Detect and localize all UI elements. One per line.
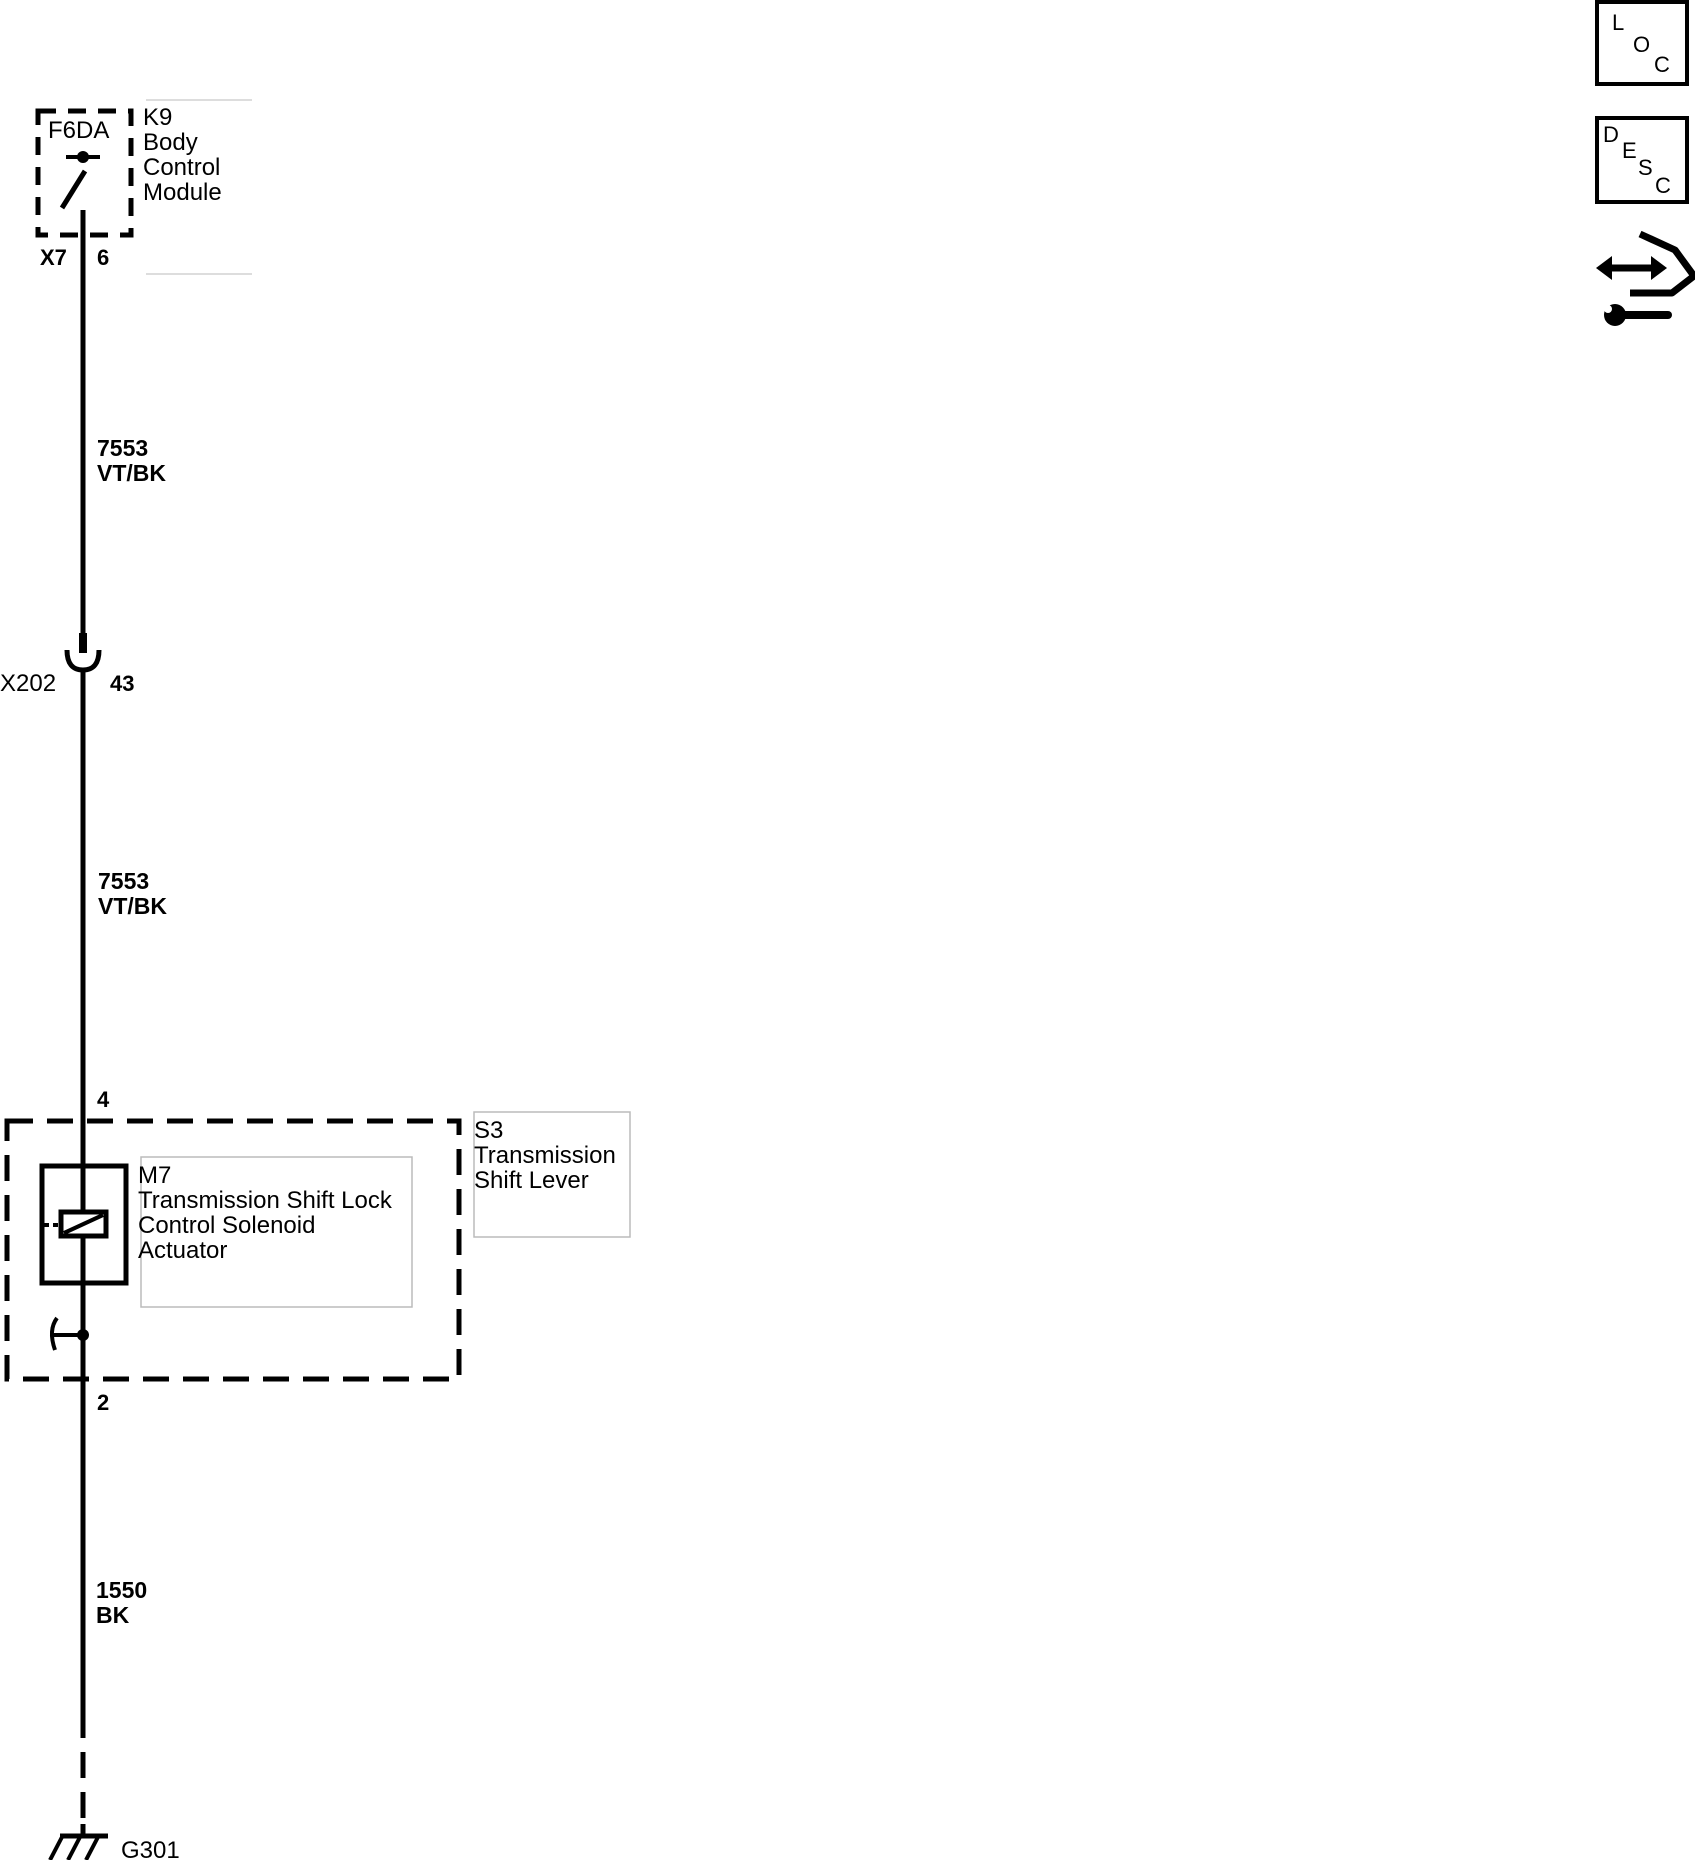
s3-ref: S3 <box>474 1117 503 1144</box>
desc-icon[interactable]: D E S C <box>1595 116 1689 204</box>
m7-name-line-2: Control Solenoid <box>138 1212 315 1239</box>
wire-1-circuit: 7553 <box>97 435 148 461</box>
desc-letter-2: E <box>1622 138 1637 163</box>
m7-shift-lock-solenoid[interactable]: M7 Transmission Shift Lock Control Solen… <box>39 1156 413 1308</box>
wire-3-color: BK <box>96 1602 130 1628</box>
desc-letter-3: S <box>1638 155 1653 180</box>
m7-name-line-3: Actuator <box>138 1237 227 1264</box>
ground-name: G301 <box>121 1837 180 1860</box>
internal-splice-icon <box>50 1283 89 1379</box>
desc-letter-1: D <box>1603 122 1619 147</box>
solenoid-coil-icon <box>44 1160 109 1285</box>
wire-2-color: VT/BK <box>98 893 167 919</box>
s3-pin-in: 4 <box>97 1087 110 1112</box>
s3-name-line-2: Shift Lever <box>474 1167 589 1194</box>
desc-letter-4: C <box>1655 173 1671 198</box>
k9-body-control-module[interactable]: F6DA K9 Body Control Module X7 6 <box>35 99 252 275</box>
wire-2-circuit: 7553 <box>98 868 149 894</box>
wire-7553-upper[interactable] <box>79 240 87 653</box>
m7-name-line-1: Transmission Shift Lock <box>138 1187 393 1214</box>
k9-switch-label: F6DA <box>48 117 109 144</box>
wire-1-color: VT/BK <box>97 460 166 486</box>
s3-pin-out: 2 <box>97 1390 109 1415</box>
ground-icon[interactable] <box>48 1824 108 1860</box>
k9-name-line-3: Module <box>143 179 222 206</box>
s3-transmission-shift-lever[interactable]: 4 2 S3 Transmission Shift Lever <box>4 1087 631 1415</box>
loc-icon[interactable]: L O C <box>1595 0 1689 86</box>
k9-name-line-1: Body <box>143 129 198 156</box>
f6da-switch-icon <box>59 151 100 240</box>
wire-3-circuit: 1550 <box>96 1577 147 1603</box>
k9-name-line-2: Control <box>143 154 220 181</box>
s3-boundary <box>4 1118 462 1382</box>
k9-module-boundary <box>35 108 134 238</box>
arrow-wrench-icon[interactable] <box>1596 230 1695 326</box>
k9-pin-label: 6 <box>97 245 109 270</box>
k9-ref: K9 <box>143 104 172 131</box>
loc-letter-1: L <box>1612 10 1624 35</box>
k9-connector-label: X7 <box>40 245 67 270</box>
x202-pin: 43 <box>110 671 134 696</box>
x202-name: X202 <box>0 670 56 697</box>
loc-letter-3: C <box>1654 52 1670 77</box>
s3-name-line-1: Transmission <box>474 1142 616 1169</box>
loc-letter-2: O <box>1633 32 1650 57</box>
m7-ref: M7 <box>138 1162 171 1189</box>
